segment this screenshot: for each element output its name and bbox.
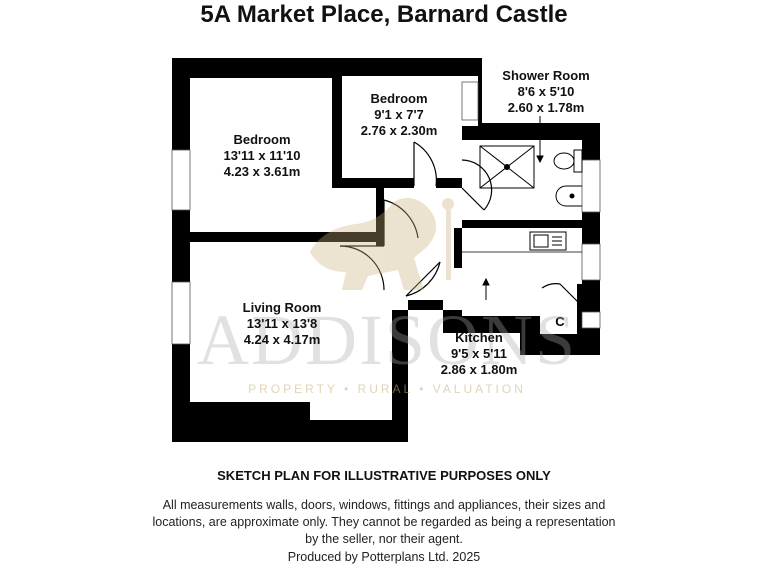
door-cupboard [541,283,579,303]
producer-credit: Produced by Potterplans Ltd. 2025 [287,550,481,564]
room-metric-size: 2.60 x 1.78m [507,100,585,115]
kitchen-interior [462,228,582,300]
room-imperial-size: 9'5 x 5'11 [450,346,508,361]
room-name: Kitchen [455,330,503,345]
door-shower [461,159,493,211]
room-label-shower-room: Shower Room 8'6 x 5'10 2.60 x 1.78m [491,68,601,116]
kitchen-entry-arrow [482,277,490,300]
window-bedroom1 [171,149,191,211]
toilet-icon [553,149,583,173]
bedroom2-bottom-wall-right [436,178,462,188]
shower-tray-icon [479,145,535,189]
room-imperial-size: 8'6 x 5'10 [517,84,575,99]
disclaimer-heading: SKETCH PLAN FOR ILLUSTRATIVE PURPOSES ON… [217,468,551,483]
window-shower [581,159,601,213]
room-label-bedroom-2: Bedroom 9'1 x 7'7 2.76 x 2.30m [344,91,454,139]
room-imperial-size: 9'1 x 7'7 [374,107,424,122]
room-name: Living Room [242,300,322,315]
bedroom2-left-wall [332,76,342,186]
room-name: Bedroom [370,91,428,106]
bedroom-living-divider [190,232,376,242]
floor-plan: C [171,58,601,442]
room-metric-size: 2.76 x 2.30m [360,123,438,138]
disclaimer-body: All measurements walls, doors, windows, … [152,498,616,546]
cupboard-label: C [555,314,565,329]
kitchen-sink-icon [529,231,567,251]
basin-icon [555,185,582,207]
watermark-tagline: PROPERTY • RURAL • VALUATION [248,382,526,396]
window-kitchen [581,243,601,281]
hall-right-wall [454,228,462,268]
bedroom2-bottom-wall [332,178,414,188]
door-living [339,245,385,291]
window-cupboard [581,311,601,329]
room-imperial-size: 13'11 x 13'8 [246,316,318,331]
lion-emblem-icon [310,198,454,290]
window-living [171,281,191,345]
door-bedroom2 [413,141,437,187]
cupboard-interior [540,296,577,334]
room-imperial-size: 13'11 x 11'10 [223,148,301,163]
window-bedroom2 [461,81,479,121]
room-name: Bedroom [233,132,291,147]
room-label-kitchen: Kitchen 9'5 x 5'11 2.86 x 1.80m [424,330,534,378]
room-metric-size: 4.24 x 4.17m [243,332,321,347]
room-metric-size: 2.86 x 1.80m [440,362,518,377]
room-label-bedroom-1: Bedroom 13'11 x 11'10 4.23 x 3.61m [202,132,322,180]
room-label-living-room: Living Room 13'11 x 13'8 4.24 x 4.17m [222,300,342,348]
shower-arrow [536,116,544,164]
room-metric-size: 4.23 x 3.61m [223,164,301,179]
hall-wall [376,188,384,246]
shower-kitchen-divider [462,220,582,228]
room-name: Shower Room [502,68,590,83]
door-bedroom1 [383,199,419,246]
door-hall-bottom [405,261,441,297]
page-title: 5A Market Place, Barnard Castle [200,1,568,28]
watermark-logo-text: ADDISONS [196,300,578,380]
